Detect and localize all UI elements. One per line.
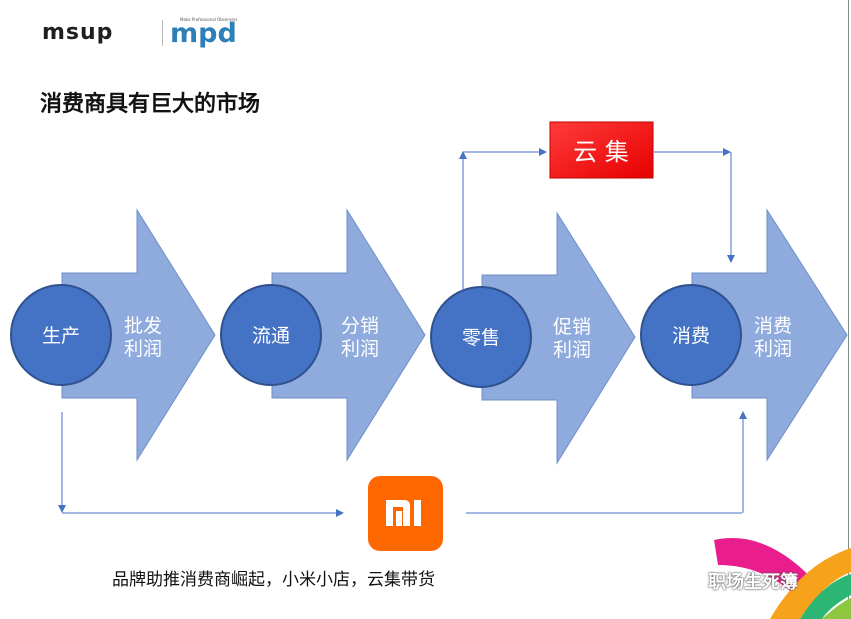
stage-circulation: 流通 分销 利润 [220, 208, 426, 462]
mpd-logo: mpd [170, 18, 237, 49]
msup-logo: msup [42, 20, 114, 45]
arrow-wholesale-label-1: 批发 [124, 315, 162, 337]
circle-circulation-label: 流通 [252, 325, 290, 347]
yunji-label: 云 集 [573, 138, 629, 166]
stage-retail: 零售 促销 利润 [430, 211, 636, 465]
arrow-distribution-label-1: 分销 [341, 315, 379, 337]
circle-production [10, 284, 112, 386]
arrow-wholesale-profit [61, 208, 216, 462]
logo-divider [162, 20, 163, 46]
stage-production: 生产 批发 利润 [10, 208, 216, 462]
mi-logo-icon [368, 476, 443, 551]
watermark-text: 职场生死簿 [708, 572, 798, 593]
circle-production-label: 生产 [42, 325, 80, 347]
mpd-tagline: Make Professional Observers [180, 17, 238, 22]
decorative-ribbons [714, 538, 851, 619]
circle-retail-label: 零售 [462, 327, 500, 349]
arrow-distribution-profit [271, 208, 426, 462]
caption: 品牌助推消费商崛起，小米小店，云集带货 [112, 570, 435, 590]
circle-circulation [220, 284, 322, 386]
arrow-consumption-label-2: 利润 [754, 338, 792, 360]
arrow-consumption-label-1: 消费 [754, 315, 792, 337]
stage-consumption: 消费 消费 利润 [640, 208, 848, 462]
arrow-distribution-label-2: 利润 [341, 338, 379, 360]
circle-consumption [640, 284, 742, 386]
arrow-promotion-label-1: 促销 [553, 316, 591, 338]
slide-edge-divider [848, 0, 849, 619]
arrow-consumption-profit [691, 208, 848, 462]
circle-retail [430, 286, 532, 388]
arrow-promotion-label-2: 利润 [553, 339, 591, 361]
wechat-icon [679, 571, 705, 592]
arrow-promotion-profit [481, 211, 636, 465]
circle-consumption-label: 消费 [672, 325, 710, 347]
yunji-box: 云 集 [549, 121, 654, 179]
arrow-wholesale-label-2: 利润 [124, 338, 162, 360]
watermark: 职场生死簿 [680, 568, 798, 594]
page-title: 消费商具有巨大的市场 [40, 92, 261, 117]
